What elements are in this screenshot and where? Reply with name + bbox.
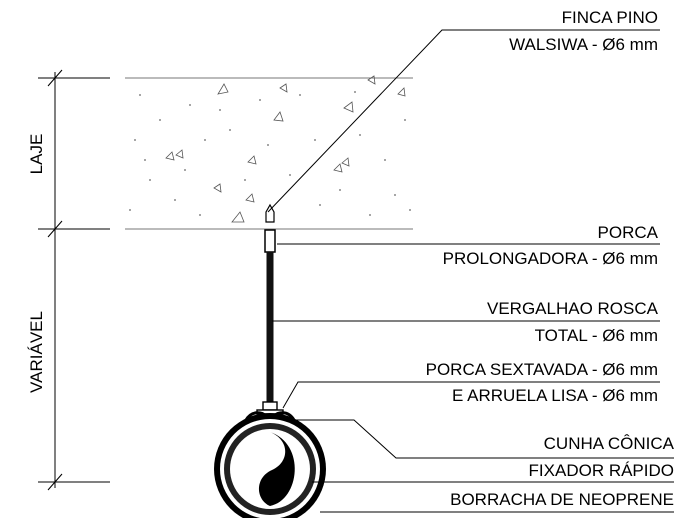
callout-threaded-rod-line2: TOTAL - Ø6 mm: [535, 326, 658, 345]
callout-neoprene-rubber: BORRACHA DE NEOPRENE: [450, 490, 674, 509]
leader-lines: [267, 29, 674, 513]
callout-hex-nut-line1: PORCA SEXTAVADA - Ø6 mm: [426, 360, 658, 379]
variable-dimension-label: VARIÁVEL: [27, 311, 46, 393]
concrete-dots: [129, 91, 411, 216]
concrete-hatch: [165, 75, 406, 223]
dimension-lines: [38, 69, 110, 491]
threaded-rod: [266, 252, 274, 402]
slab-dimension-label: LAJE: [27, 134, 46, 175]
callout-coupling-nut-line2: PROLONGADORA - Ø6 mm: [443, 249, 658, 268]
callout-threaded-rod-line1: VERGALHAO ROSCA: [487, 299, 659, 318]
coupling-nut: [264, 229, 276, 253]
callout-anchor-pin-line1: FINCA PINO: [562, 8, 658, 27]
pipe-clamp: [214, 413, 326, 518]
callouts: FINCA PINO WALSIWA - Ø6 mm PORCA PROLONG…: [426, 8, 674, 509]
callout-quick-fixer: FIXADOR RÁPIDO: [529, 461, 674, 480]
slab: [125, 75, 413, 230]
callout-coupling-nut-line1: PORCA: [598, 223, 659, 242]
callout-anchor-pin-line2: WALSIWA - Ø6 mm: [509, 35, 658, 54]
callout-conical-wedge: CUNHA CÔNICA: [544, 434, 674, 453]
callout-hex-nut-line2: E ARRUELA LISA - Ø6 mm: [452, 386, 658, 405]
